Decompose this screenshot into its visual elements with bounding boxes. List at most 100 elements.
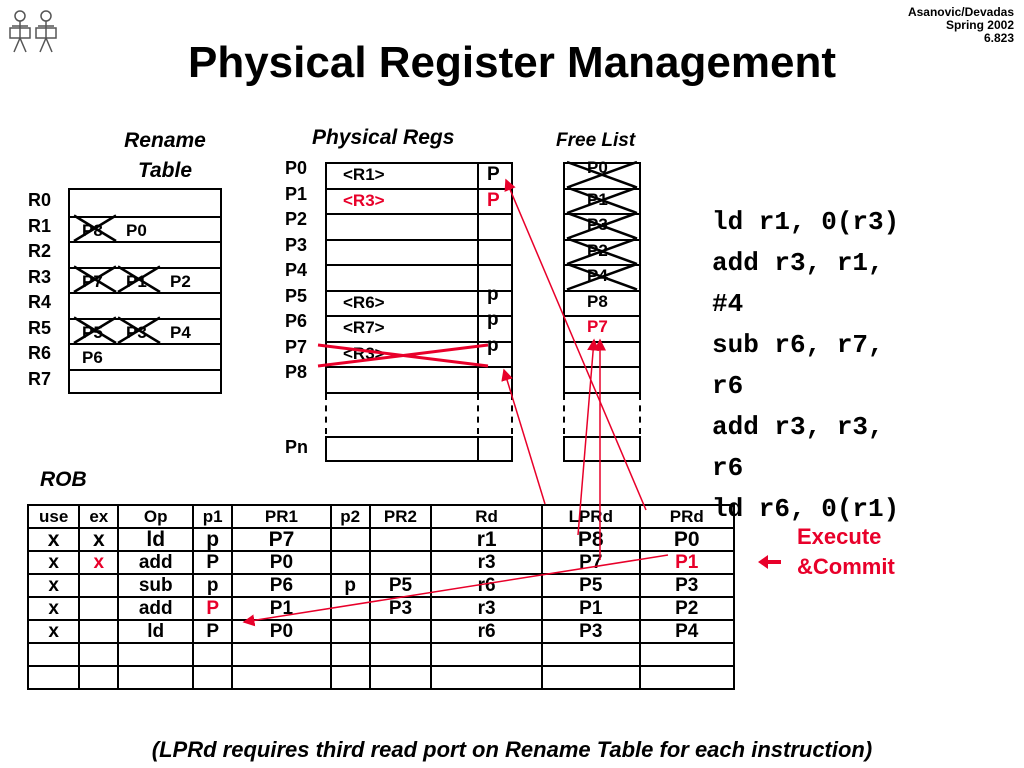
rob-cell-use: x xyxy=(26,596,81,621)
phys-reg-name-p0: P0 xyxy=(285,158,308,178)
rename-table-row: P6 xyxy=(70,343,220,369)
phys-reg-value: <R3> xyxy=(343,343,385,363)
code-line: #4 xyxy=(712,289,744,319)
rob-cell-prd: P3 xyxy=(638,573,736,598)
commit-label: &Commit xyxy=(797,554,895,579)
rob-cell-use: x xyxy=(26,619,81,644)
phys-reg-value: <R7> xyxy=(343,318,385,337)
physical-regs-label: Physical Regs xyxy=(312,126,455,149)
rob-cell-op xyxy=(117,642,195,667)
rob-cell-pr2 xyxy=(368,550,433,575)
rob-cell-pr2: P3 xyxy=(368,596,433,621)
phys-regs-divider xyxy=(477,162,479,394)
rob-cell-use: x xyxy=(26,573,81,598)
rob-cell-p1: P xyxy=(192,619,234,644)
code-line: ld r1, 0(r3) xyxy=(712,207,900,237)
rob-cell-op: sub xyxy=(117,573,195,598)
rob-header-rd: Rd xyxy=(430,504,544,529)
rename-mapping-current: P6 xyxy=(82,348,103,367)
rename-register-r2: R2 xyxy=(28,241,52,261)
phys-regs-dashed xyxy=(325,393,327,434)
rob-header-p2: p2 xyxy=(329,504,371,529)
rob-cell-lprd xyxy=(541,642,641,667)
rename-register-r4: R4 xyxy=(28,292,52,312)
rename-mapping-current: P0 xyxy=(126,220,147,240)
phys-reg-name-p7: P7 xyxy=(285,336,308,357)
phys-regs-rowline xyxy=(325,289,513,292)
rob-cell-use: x xyxy=(26,527,81,552)
rename-mapping-old: P5 xyxy=(82,322,103,342)
rob-cell-p1 xyxy=(192,665,234,690)
phys-regs-pn-row xyxy=(325,436,513,462)
rename-table-row xyxy=(70,241,220,267)
rob-cell-op: add xyxy=(117,596,195,621)
free-list-last-row xyxy=(563,436,641,462)
rob-entry-row xyxy=(26,642,736,667)
mit-logo-icon xyxy=(9,10,57,53)
rob-cell-op xyxy=(117,665,195,690)
rename-table-row xyxy=(70,190,220,216)
rob-cell-lprd: P3 xyxy=(541,619,641,644)
rob-cell-use xyxy=(26,665,81,690)
rob-cell-rd xyxy=(430,642,544,667)
rob-cell-ex xyxy=(78,619,120,644)
term: Spring 2002 xyxy=(945,18,1014,32)
rob-cell-p1: P xyxy=(192,596,234,621)
rob-cell-p2 xyxy=(329,665,371,690)
rename-mapping-old: P1 xyxy=(126,271,147,291)
rob-header-prd: PRd xyxy=(638,504,736,529)
rob-cell-p1 xyxy=(192,642,234,667)
free-list-rowline xyxy=(563,340,641,343)
rename-table-label-line2: Table xyxy=(137,159,193,182)
rob-cell-p1: P xyxy=(192,550,234,575)
rob-cell-prd: P4 xyxy=(638,619,736,644)
phys-reg-name-p4: P4 xyxy=(285,260,308,280)
footnote: (LPRd requires third read port on Rename… xyxy=(151,737,873,762)
rob-cell-rd: r6 xyxy=(430,573,544,598)
rename-table-label-line1: Rename xyxy=(124,129,206,152)
rob-cell-rd xyxy=(430,665,544,690)
rob-header-op: Op xyxy=(117,504,195,529)
rob-cell-pr1 xyxy=(231,642,332,667)
rename-mapping-current: P2 xyxy=(170,271,191,291)
rob-cell-pr1: P0 xyxy=(231,550,332,575)
rob-cell-rd: r3 xyxy=(430,550,544,575)
rob-cell-use: x xyxy=(26,550,81,575)
code-line: r6 xyxy=(712,371,744,401)
rob-cell-pr1: P0 xyxy=(231,619,332,644)
rob-header-p1: p1 xyxy=(192,504,234,529)
rob-cell-ex: x xyxy=(78,550,120,575)
phys-reg-name-p2: P2 xyxy=(285,209,308,229)
rob-cell-rd: r1 xyxy=(430,527,544,552)
phys-reg-ready-bit: P xyxy=(487,164,500,185)
execute-label: Execute xyxy=(797,524,882,549)
rename-register-r7: R7 xyxy=(28,368,52,389)
phys-reg-value: <R3> xyxy=(343,190,385,210)
rob-cell-p2 xyxy=(329,619,371,644)
rob-cell-ex xyxy=(78,596,120,621)
phys-reg-name-p3: P3 xyxy=(285,234,308,255)
code-line: sub r6, r7, xyxy=(712,330,884,360)
rob-cell-prd xyxy=(638,642,736,667)
rob-cell-p2: p xyxy=(329,573,371,598)
phys-reg-ready-bit: p xyxy=(487,334,499,356)
rob-cell-pr2 xyxy=(368,527,433,552)
rename-register-r3: R3 xyxy=(28,266,52,287)
rename-register-r5: R5 xyxy=(28,317,52,338)
phys-reg-value: <R1> xyxy=(343,165,385,184)
course-header: Asanovic/Devadas Spring 2002 6.823 xyxy=(908,6,1014,45)
free-list-entry-used: P1 xyxy=(587,189,608,209)
rob-cell-pr1 xyxy=(231,665,332,690)
execute-commit-label: Execute &Commit xyxy=(797,522,895,582)
rob-cell-p1: p xyxy=(192,573,234,598)
phys-reg-name-p5: P5 xyxy=(285,285,308,306)
